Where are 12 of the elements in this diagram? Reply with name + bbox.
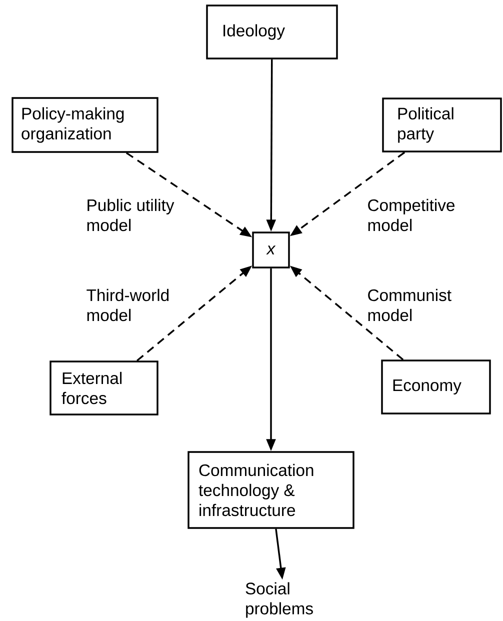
process-box: Economy <box>381 360 491 414</box>
outcome-text: Social problems <box>246 582 313 618</box>
process-box: External forces <box>50 360 158 416</box>
model-label: Third-world model <box>86 288 169 322</box>
center-box: x <box>252 232 290 268</box>
process-box: Political party <box>382 98 502 152</box>
model-label: Public utility model <box>87 198 174 232</box>
process-box: Policy-making organization <box>12 97 158 153</box>
process-box: Ideology <box>206 4 338 60</box>
process-box: Communication technology & infrastructure <box>188 451 354 529</box>
model-label: Communist model <box>368 288 452 322</box>
model-label: Competitive model <box>368 198 454 232</box>
